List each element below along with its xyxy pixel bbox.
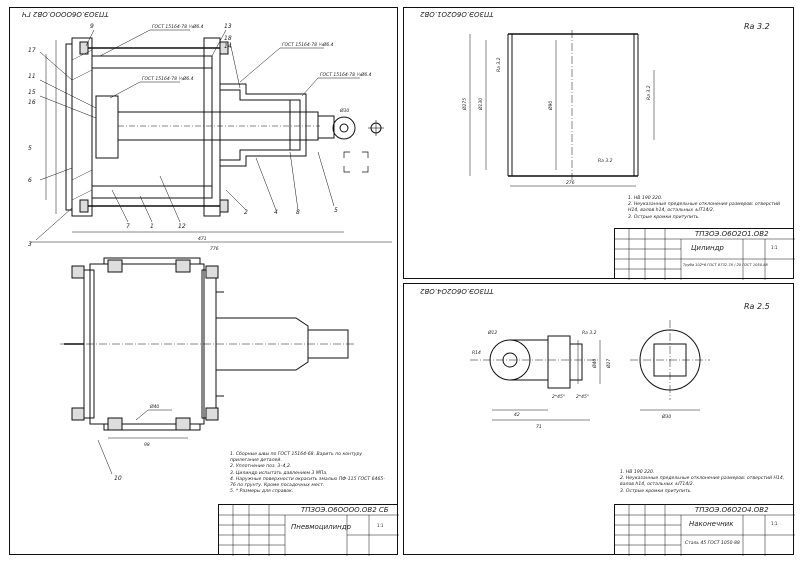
svg-text:Ø40: Ø40 bbox=[591, 359, 598, 369]
note-line: 3. Цилиндр испытать давлением 3 МПа. bbox=[230, 470, 328, 476]
svg-text:2: 2 bbox=[244, 209, 248, 216]
title-block-grid bbox=[615, 229, 795, 280]
top-right-sheet bbox=[403, 7, 794, 279]
svg-text:15: 15 bbox=[28, 89, 36, 96]
svg-text:11: 11 bbox=[28, 73, 36, 80]
left-sheet bbox=[9, 7, 398, 555]
bottom-right-sheet bbox=[403, 283, 794, 555]
svg-text:9: 9 bbox=[90, 23, 94, 30]
svg-text:14: 14 bbox=[224, 43, 232, 50]
svg-text:Ø130: Ø130 bbox=[477, 98, 484, 111]
rod-eye bbox=[332, 116, 356, 140]
title-block-scale: 1:1 bbox=[771, 521, 778, 526]
svg-text:3: 3 bbox=[28, 241, 32, 248]
svg-text:ГОСТ 15164-78 ¼Ø6.4: ГОСТ 15164-78 ¼Ø6.4 bbox=[142, 75, 194, 82]
note-line: 3. Острые кромки притупить. bbox=[628, 214, 700, 220]
title-block-grid bbox=[219, 505, 399, 556]
svg-text:18: 18 bbox=[224, 35, 232, 42]
title-block-title: Цилиндр bbox=[691, 244, 724, 252]
title-block-code: ТПЗОЭ.О6О2О1.ОВ2 bbox=[695, 230, 769, 238]
svg-text:Ra 3.2: Ra 3.2 bbox=[582, 330, 597, 336]
top-right-roughness: Ra 3.2 bbox=[744, 22, 770, 31]
bottom-right-roughness: Ra 2.5 bbox=[744, 302, 770, 311]
svg-text:ГОСТ 15164-78 ¼Ø6.4: ГОСТ 15164-78 ¼Ø6.4 bbox=[152, 23, 204, 30]
svg-text:5: 5 bbox=[28, 145, 32, 152]
svg-text:71: 71 bbox=[536, 424, 542, 430]
svg-text:Ra 3.2: Ra 3.2 bbox=[646, 85, 652, 100]
left-title-block: ТПЗОЭ.О6ОООО.ОВ2 СБ Пневмоцилиндр 1:1 bbox=[218, 504, 399, 556]
note-line: 2. Уплотнение поз. 3–4,2. bbox=[230, 464, 292, 470]
title-block-code: ТПЗОЭ.О6О2О4.ОВ2 bbox=[695, 506, 769, 514]
svg-text:17: 17 bbox=[28, 47, 36, 54]
title-block-title: Наконечник bbox=[689, 520, 734, 528]
rod-end-notes: 1. НВ 190 220. 2. Неуказанные предельные… bbox=[620, 470, 790, 495]
svg-text:R14: R14 bbox=[472, 350, 481, 356]
svg-text:7: 7 bbox=[126, 223, 130, 230]
svg-text:Ra 3.2: Ra 3.2 bbox=[496, 57, 502, 72]
title-block-title: Пневмоцилиндр bbox=[291, 523, 352, 531]
note-line: 4. Наружные поверхности окрасить эмалью … bbox=[230, 476, 385, 488]
note-line: 2. Неуказанные предельные отклонения раз… bbox=[628, 202, 780, 214]
note-line: 1. НВ 190 220. bbox=[620, 470, 655, 475]
title-block-scale: 1:1 bbox=[377, 523, 384, 528]
note-line: 3. Острые кромки притупить. bbox=[620, 488, 692, 494]
svg-text:776: 776 bbox=[210, 246, 219, 252]
svg-text:Ø40: Ø40 bbox=[149, 403, 159, 410]
svg-text:8: 8 bbox=[296, 209, 300, 216]
title-block-grid bbox=[615, 505, 795, 556]
title-block-material: Сталь 45 ГОСТ 1050-88 bbox=[685, 541, 740, 546]
cylinder-notes: 1. НВ 190 220. 2. Неуказанные предельные… bbox=[628, 196, 788, 221]
svg-text:13: 13 bbox=[224, 23, 232, 30]
svg-text:ГОСТ 15164-78 ¼Ø6.4: ГОСТ 15164-78 ¼Ø6.4 bbox=[320, 71, 372, 78]
svg-text:10: 10 bbox=[114, 475, 122, 482]
svg-text:16: 16 bbox=[28, 99, 36, 106]
svg-text:Ø30: Ø30 bbox=[661, 413, 671, 420]
title-block-code: ТПЗОЭ.О6ОООО.ОВ2 СБ bbox=[301, 506, 389, 514]
svg-text:276: 276 bbox=[566, 180, 575, 186]
svg-text:Ø30: Ø30 bbox=[339, 107, 349, 114]
svg-text:5: 5 bbox=[334, 207, 338, 214]
svg-text:6: 6 bbox=[28, 177, 32, 184]
svg-text:2*45°: 2*45° bbox=[576, 394, 589, 400]
right-flange bbox=[203, 37, 221, 217]
svg-text:ГОСТ 15164-78 ¼Ø6.4: ГОСТ 15164-78 ¼Ø6.4 bbox=[282, 41, 334, 48]
rod-end-title-block: ТПЗОЭ.О6О2О4.ОВ2 Наконечник Сталь 45 ГОС… bbox=[614, 504, 795, 556]
svg-text:4: 4 bbox=[274, 209, 278, 216]
assembly-notes: 1. Сборные швы по ГОСТ 15164-68. Варить … bbox=[230, 452, 390, 495]
svg-text:Ø27: Ø27 bbox=[605, 359, 612, 369]
svg-text:42: 42 bbox=[514, 412, 520, 418]
note-line: 2. Неуказанные предельные отклонения раз… bbox=[620, 476, 785, 488]
svg-text:98: 98 bbox=[144, 442, 150, 448]
svg-text:Ra 3.2: Ra 3.2 bbox=[598, 158, 613, 164]
note-line: 5. * Размеры для справок. bbox=[230, 489, 294, 495]
svg-text:Ø275: Ø275 bbox=[461, 98, 468, 111]
cylinder-body bbox=[91, 55, 213, 199]
svg-text:Ø90: Ø90 bbox=[547, 101, 554, 111]
note-line: 1. Сборные швы по ГОСТ 15164-68. Варить … bbox=[230, 452, 363, 464]
title-block-scale: 1:1 bbox=[771, 245, 778, 250]
svg-text:2*45°: 2*45° bbox=[552, 394, 565, 400]
svg-text:Ø12: Ø12 bbox=[487, 329, 497, 336]
cylinder-title-block: ТПЗОЭ.О6О2О1.ОВ2 Цилиндр Труба 102*6 ГОС… bbox=[614, 228, 795, 280]
svg-text:1: 1 bbox=[150, 223, 154, 230]
note-line: 1. НВ 190 220. bbox=[628, 196, 663, 201]
svg-text:12: 12 bbox=[178, 223, 186, 230]
title-block-material: Труба 102*6 ГОСТ 8732-78 / 20 ГОСТ 1050-… bbox=[683, 263, 768, 267]
svg-text:471: 471 bbox=[198, 236, 207, 242]
